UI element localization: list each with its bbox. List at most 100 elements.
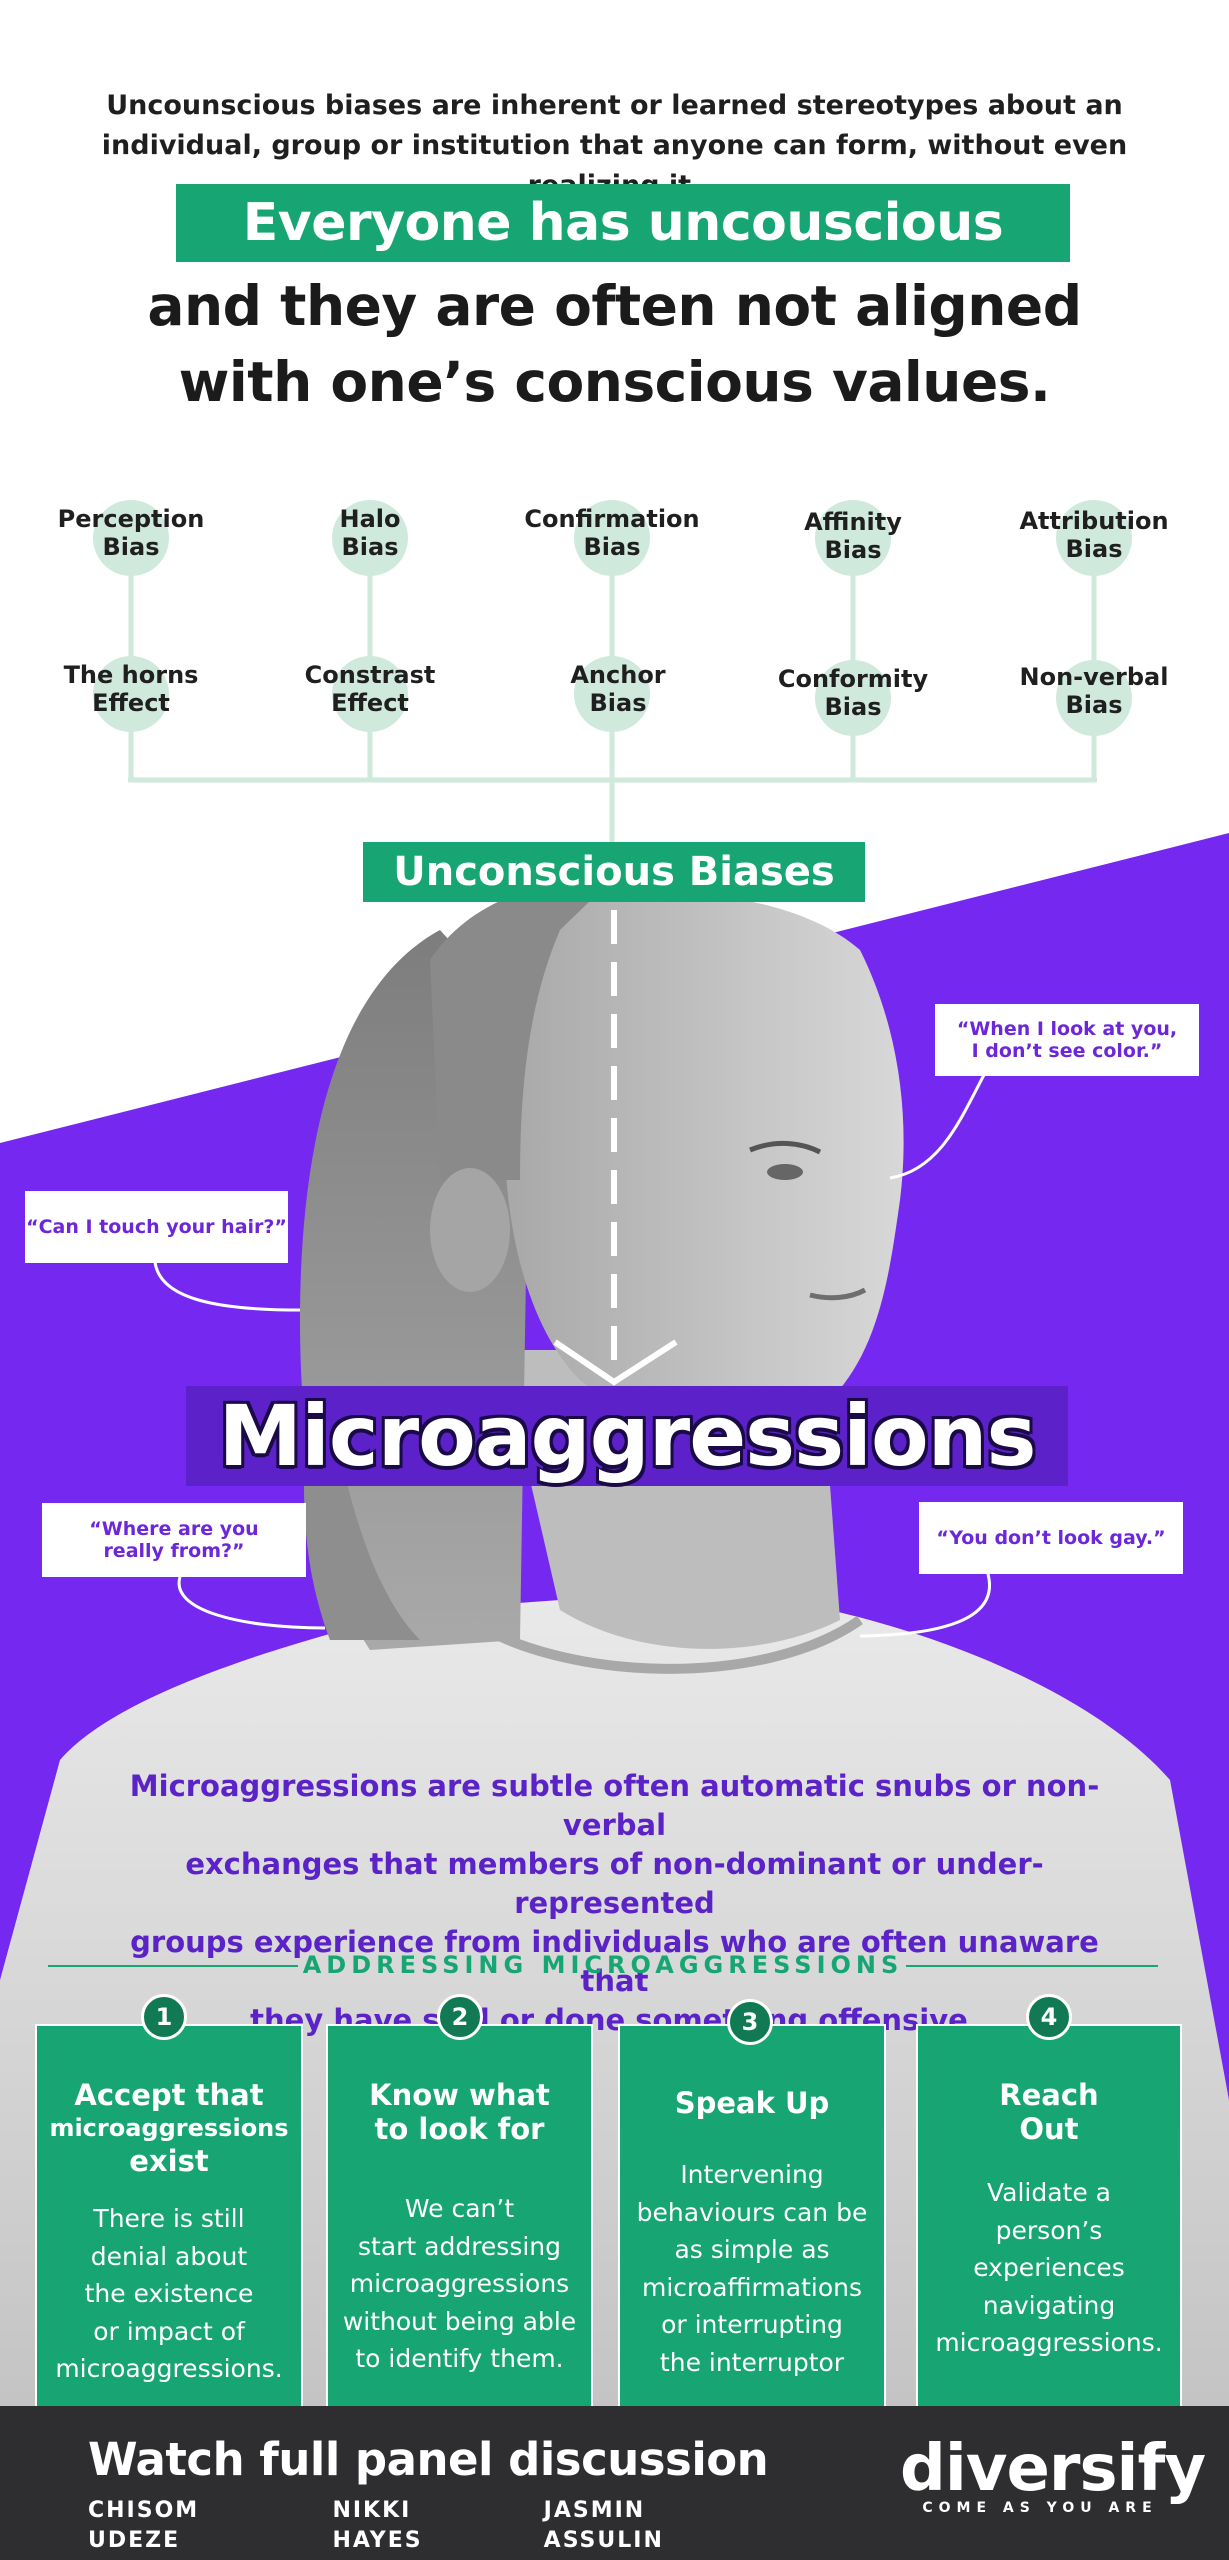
unconscious-biases-title: Unconscious Biases xyxy=(363,842,865,902)
quote-line: “Where are you xyxy=(89,1518,259,1540)
bias-label: The horns xyxy=(63,661,199,689)
bias-label: Halo xyxy=(339,505,401,533)
step-body-line: experiences xyxy=(973,2253,1125,2282)
node-conformity xyxy=(815,660,891,736)
step-title: Know what to look for xyxy=(328,2078,591,2146)
step-number-badge: 1 xyxy=(141,1994,187,2040)
logo-tagline: COME AS YOU ARE xyxy=(922,2500,1158,2516)
step-body-line: microaffirmations xyxy=(642,2272,862,2302)
step-body-line: the interruptor xyxy=(659,2347,845,2377)
bias-label: Bias xyxy=(824,693,882,721)
bias-anchor: Anchor Bias xyxy=(518,661,718,717)
step-body-line: person’s xyxy=(995,2215,1103,2245)
microaggressions-description: Microaggressions are subtle often automa… xyxy=(100,1767,1129,2040)
quote-line: I don’t see color.” xyxy=(971,1040,1163,1062)
quote-dont-look-gay: “You don’t look gay.” xyxy=(919,1502,1183,1574)
intro-line-1: Uncounscious biases are inherent or lear… xyxy=(106,90,1123,121)
step-number-badge: 2 xyxy=(437,1994,483,2040)
step-number-badge: 3 xyxy=(727,1999,773,2045)
step-body-line: microaggressions. xyxy=(55,2354,283,2383)
bias-contrast-effect: Constrast Effect xyxy=(270,661,470,717)
step-title: Speak Up xyxy=(620,2086,884,2120)
step-body-line: microaggressions xyxy=(349,2269,570,2298)
step-body-line: navigating xyxy=(982,2290,1116,2320)
bias-affinity: Affinity Bias xyxy=(753,508,953,564)
step-title: Accept that microaggressions exist xyxy=(37,2078,301,2178)
step-card-speak-up: Speak Up Intervening behaviours can be a… xyxy=(618,2024,886,2414)
panelist-name: NIKKI HAYES xyxy=(332,2498,423,2553)
quote-really-from: “Where are you really from?” xyxy=(42,1503,306,1577)
bias-label: Perception xyxy=(57,505,205,533)
divider-right xyxy=(906,1965,1158,1967)
step-body-line: microaggressions. xyxy=(935,2328,1163,2357)
quote-line: really from?” xyxy=(103,1540,245,1562)
bias-attribution: Attribution Bias xyxy=(994,507,1194,563)
bias-label: Effect xyxy=(331,689,409,717)
bias-label: Bias xyxy=(341,533,399,561)
headline-highlight: Everyone has uncouscious bias xyxy=(176,184,1070,331)
watch-panel-link[interactable]: Watch full panel discussion xyxy=(88,2433,769,2486)
quote-line: “When I look at you, xyxy=(956,1018,1178,1040)
step-body: We can’t start addressing microaggressio… xyxy=(328,2190,591,2378)
bias-label: Confirmation xyxy=(524,505,700,533)
step-body-line: We can’t xyxy=(404,2194,515,2223)
description-line: Microaggressions are subtle often automa… xyxy=(129,1769,1100,1842)
node-affinity xyxy=(815,500,891,576)
step-title-line: Know what xyxy=(369,2078,550,2112)
step-title-line: Out xyxy=(1019,2112,1079,2146)
addressing-header: ADDRESSING MICROAGGRESSIONS xyxy=(48,1950,1158,1980)
node-contrast xyxy=(332,656,408,732)
step-body-line: as simple as xyxy=(674,2235,830,2264)
step-body-line: Intervening xyxy=(680,2160,824,2189)
step-body-line: without being able xyxy=(342,2306,577,2336)
bias-perception: Perception Bias xyxy=(31,505,231,561)
step-body-line: to identify them. xyxy=(355,2344,564,2373)
node-attribution xyxy=(1056,500,1132,576)
step-title-line: Reach xyxy=(999,2078,1099,2112)
bias-label: Bias xyxy=(824,536,882,564)
node-perception xyxy=(93,500,169,576)
step-body-line: denial about xyxy=(90,2241,248,2271)
bias-label: Bias xyxy=(1065,535,1123,563)
step-body: There is still denial about the existenc… xyxy=(37,2200,301,2388)
bias-label: Bias xyxy=(583,533,641,561)
step-body: Validate a person’s experiences navigati… xyxy=(918,2174,1180,2362)
step-card-know: Know what to look for We can’t start add… xyxy=(326,2024,593,2414)
diversify-logo: diversify COME AS YOU ARE xyxy=(900,2436,1206,2516)
bias-label: Affinity xyxy=(804,508,902,536)
addressing-title: ADDRESSING MICROAGGRESSIONS xyxy=(302,1951,904,1979)
step-title-line: Accept that xyxy=(74,2078,264,2112)
headline-line-3: with one’s conscious values. xyxy=(178,350,1051,414)
bias-label: Constrast xyxy=(304,661,436,689)
bias-conformity: Conformity Bias xyxy=(753,665,953,721)
node-halo xyxy=(332,500,408,576)
bias-halo: Halo Bias xyxy=(270,505,470,561)
bias-label: Attribution xyxy=(1019,507,1169,535)
step-card-accept: Accept that microaggressions exist There… xyxy=(35,2024,303,2414)
quote-dont-see-color: “When I look at you, I don’t see color.” xyxy=(935,1004,1199,1076)
headline-line-2: and they are often not aligned xyxy=(147,274,1082,338)
bias-label: Non-verbal xyxy=(1019,663,1169,691)
step-card-reach-out: Reach Out Validate a person’s experience… xyxy=(916,2024,1182,2414)
bias-label: Conformity xyxy=(777,665,929,693)
footer-bar xyxy=(0,2406,1229,2560)
node-nonverbal xyxy=(1056,660,1132,736)
step-title-line: exist xyxy=(129,2144,209,2178)
bias-tree-diagram xyxy=(93,500,1132,842)
step-body-line: the existence xyxy=(84,2279,254,2308)
node-horns xyxy=(93,656,169,732)
step-body-line: or interrupting xyxy=(661,2310,843,2339)
step-number-badge: 4 xyxy=(1026,1994,1072,2040)
node-confirmation xyxy=(574,500,650,576)
node-anchor xyxy=(574,656,650,732)
quote-touch-hair: “Can I touch your hair?” xyxy=(25,1191,288,1263)
headline-subtext: and they are often not aligned with one’… xyxy=(100,268,1129,420)
step-title-line: microaggressions xyxy=(49,2114,289,2142)
step-body-line: There is still xyxy=(93,2204,245,2233)
step-body-line: or impact of xyxy=(93,2316,245,2346)
panelist-name: JASMIN ASSULIN xyxy=(543,2498,664,2553)
step-body-line: Validate a xyxy=(986,2178,1111,2207)
panelist-names: CHISOM UDEZE NIKKI HAYES JASMIN ASSULIN xyxy=(88,2496,768,2556)
panelist-name: CHISOM UDEZE xyxy=(88,2498,200,2553)
bias-label: Bias xyxy=(102,533,160,561)
